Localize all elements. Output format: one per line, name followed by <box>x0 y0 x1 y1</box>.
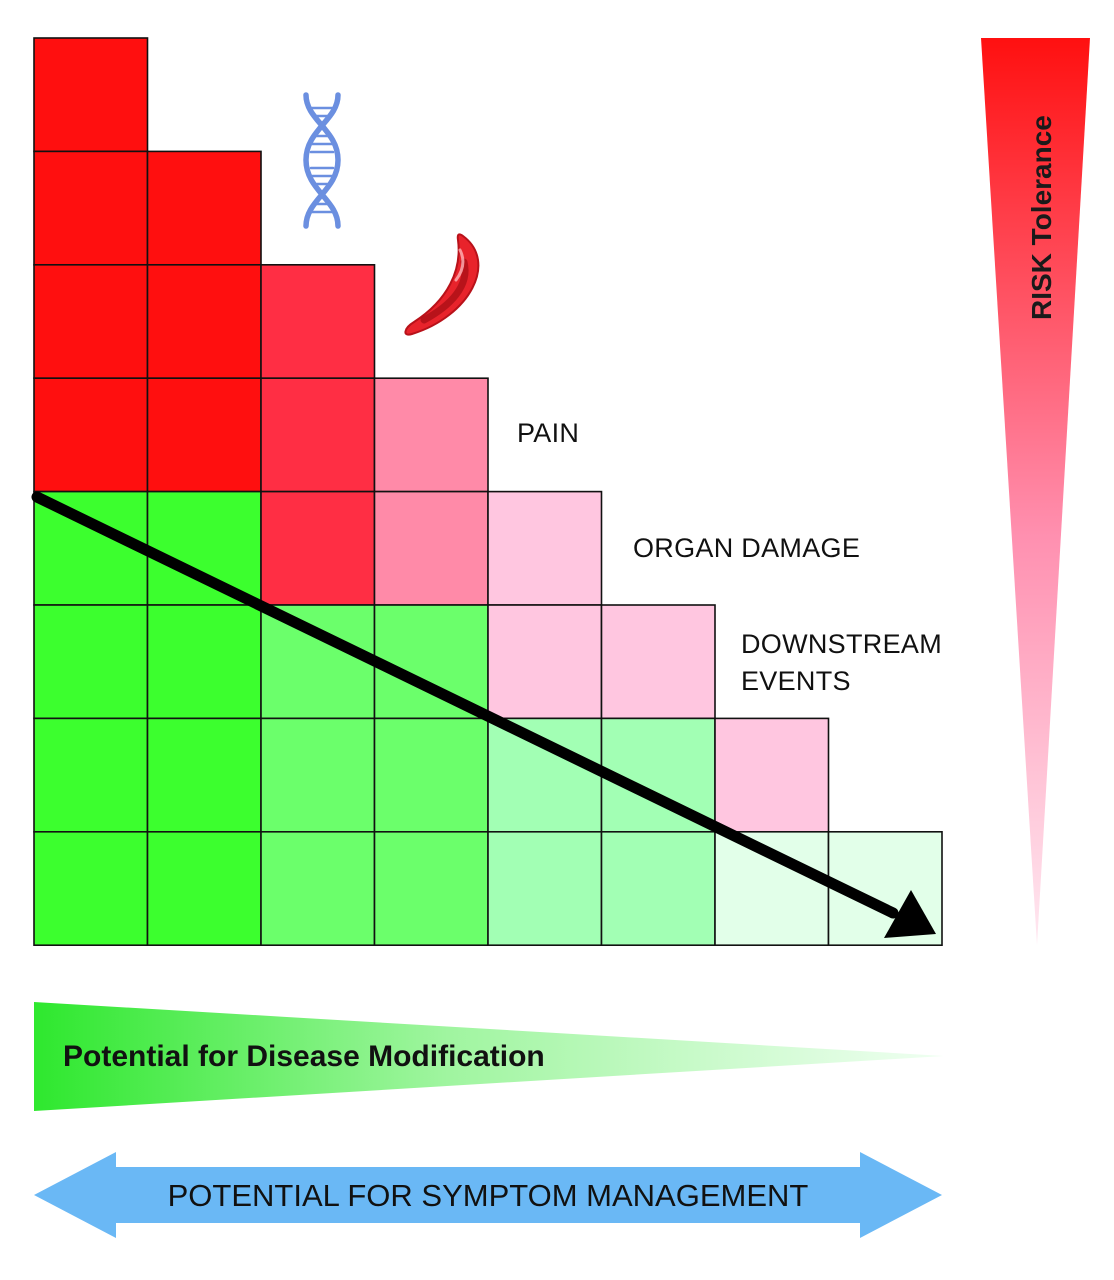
grid-cell-r7-c4 <box>373 717 489 833</box>
disease-modification-label: Potential for Disease Modification <box>63 1040 545 1073</box>
risk-tolerance-wedge: RISK Tolerance <box>981 38 1090 945</box>
grid-cell-r5-c5 <box>487 490 603 606</box>
grid-cell-r5-c3 <box>260 490 376 606</box>
grid-cell-r5-c2 <box>146 490 262 606</box>
trend-arrow <box>31 491 936 938</box>
grid-cell-r4-c2 <box>146 377 262 493</box>
grid-cell-r7-c1 <box>33 717 149 833</box>
grid-cell-r2-c2 <box>146 150 262 266</box>
grid-cell-r8-c3 <box>260 830 376 946</box>
sickle-cell-icon <box>404 233 480 336</box>
grid-cell-r8-c4 <box>373 830 489 946</box>
grid-cell-r3-c3 <box>260 263 376 379</box>
grid-cell-r8-c1 <box>33 830 149 946</box>
grid-cell-r6-c5 <box>487 604 603 720</box>
dna-icon <box>303 92 341 229</box>
grid-cell-r5-c4 <box>373 490 489 606</box>
risk-tolerance-label: RISK Tolerance <box>1026 115 1057 320</box>
grid-cell-r6-c1 <box>33 604 149 720</box>
disease-modification-wedge: Potential for Disease Modification <box>34 1002 944 1111</box>
pain-label: PAIN <box>517 418 579 448</box>
grid-cell-r4-c3 <box>260 377 376 493</box>
grid-cell-r1-c1 <box>33 37 149 153</box>
grid-cell-r6-c4 <box>373 604 489 720</box>
grid-cell-r4-c4 <box>373 377 489 493</box>
grid-cell-r4-c1 <box>33 377 149 493</box>
downstream-events-label-line1: DOWNSTREAM <box>741 629 942 659</box>
downstream-events-label-line2: EVENTS <box>741 666 851 696</box>
staircase-grid <box>33 37 943 946</box>
grid-cell-r8-c6 <box>600 830 716 946</box>
grid-cell-r2-c1 <box>33 150 149 266</box>
grid-cell-r7-c3 <box>260 717 376 833</box>
grid-cell-r3-c1 <box>33 263 149 379</box>
symptom-management-label: POTENTIAL FOR SYMPTOM MANAGEMENT <box>168 1178 809 1213</box>
grid-cell-r8-c5 <box>487 830 603 946</box>
grid-cell-r6-c6 <box>600 604 716 720</box>
grid-cell-r7-c7 <box>714 717 830 833</box>
symptom-management-arrow: POTENTIAL FOR SYMPTOM MANAGEMENT <box>34 1152 942 1238</box>
grid-cell-r6-c3 <box>260 604 376 720</box>
grid-cell-r7-c2 <box>146 717 262 833</box>
grid-cell-r7-c5 <box>487 717 603 833</box>
organ-damage-label: ORGAN DAMAGE <box>633 533 860 563</box>
grid-cell-r6-c2 <box>146 604 262 720</box>
grid-cell-r8-c2 <box>146 830 262 946</box>
grid-cell-r3-c2 <box>146 263 262 379</box>
